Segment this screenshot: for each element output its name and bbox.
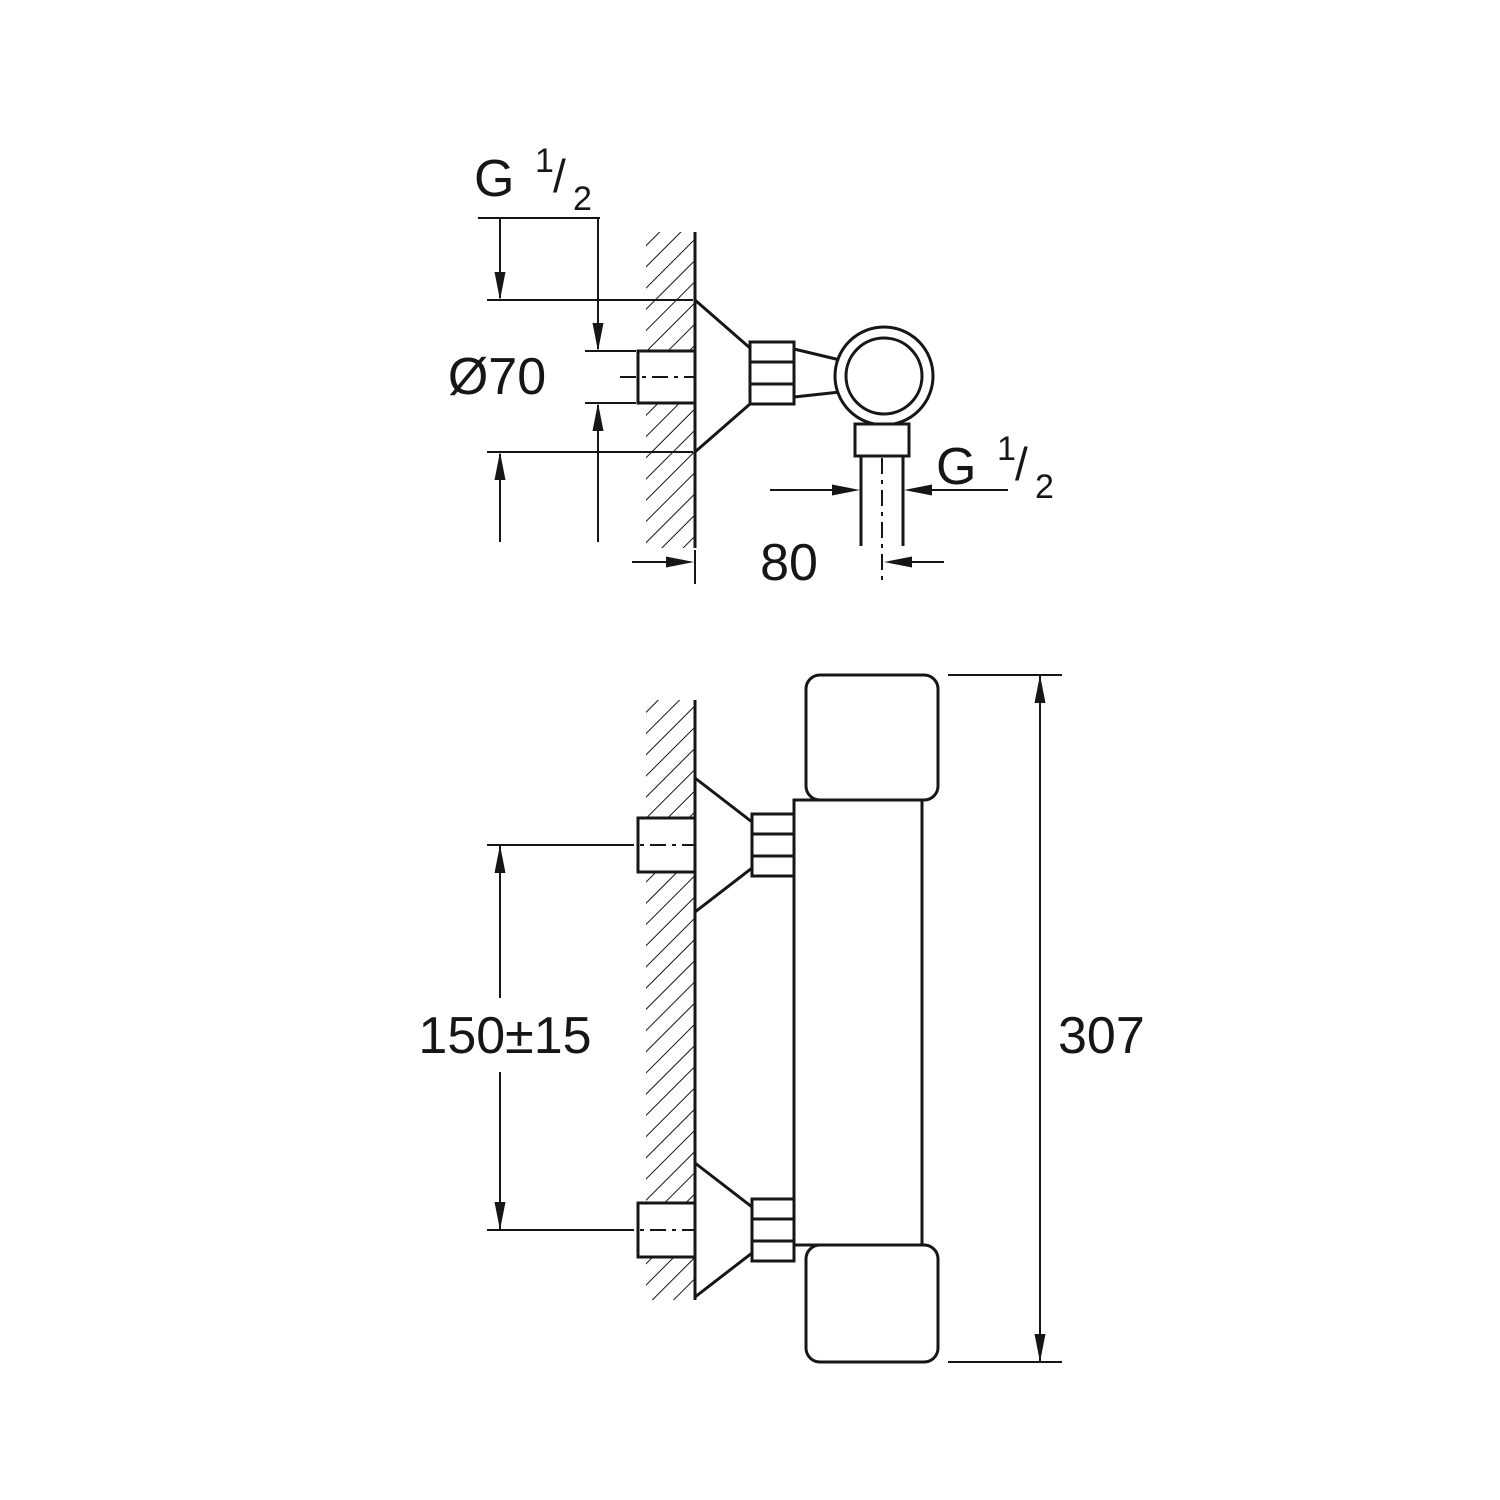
escutcheon-cone xyxy=(693,1159,754,1301)
dim-overall-height: 307 xyxy=(948,674,1145,1363)
hex-nut xyxy=(750,812,796,878)
arrowhead-down xyxy=(494,1202,506,1230)
arrowhead-left xyxy=(884,556,912,568)
escutcheon-cone xyxy=(693,774,754,916)
temperature-handle xyxy=(804,673,940,802)
arrowhead-up xyxy=(1034,675,1046,703)
arrowhead-up xyxy=(494,845,506,873)
arrowhead-up xyxy=(592,403,604,431)
dim-inlet-thread: G 1 / 2 xyxy=(474,126,636,542)
mixer-body-front xyxy=(792,673,940,1364)
front-view: 150±15 307 xyxy=(418,673,1145,1364)
diameter-label: Ø70 xyxy=(448,348,546,406)
dim-inlet-spacing: 150±15 xyxy=(418,844,628,1231)
top-view: G 1 / 2 Ø70 G 1 xyxy=(448,126,1054,592)
outlet-thread-label: G 1 / 2 xyxy=(936,414,1054,506)
arrowhead-up xyxy=(494,452,506,480)
inlet-spacing-label: 150±15 xyxy=(418,1007,591,1065)
wall-hatch-area xyxy=(646,700,695,1300)
inlet-union-upper xyxy=(618,774,796,916)
temperature-knob-inner xyxy=(844,336,924,416)
arrowhead-right xyxy=(832,484,860,496)
mixer-head-top-view xyxy=(793,325,935,546)
hex-nut xyxy=(750,1197,796,1263)
inlet-union-top-view xyxy=(620,296,796,456)
arrowhead-left xyxy=(904,484,932,496)
hex-nut xyxy=(748,340,796,406)
dim-outlet-thread: G 1 / 2 xyxy=(770,414,1054,506)
body-barrel xyxy=(792,798,924,1247)
shower-outlet-stub xyxy=(853,422,911,458)
body-taper-line xyxy=(793,347,841,362)
arrowhead-right xyxy=(666,556,694,568)
overall-height-label: 307 xyxy=(1058,1007,1145,1065)
temperature-knob-outer xyxy=(833,325,935,427)
arrowhead-down xyxy=(1034,1334,1046,1362)
inlet-union-lower xyxy=(618,1159,796,1301)
wall-distance-label: 80 xyxy=(760,534,818,592)
arrowhead-down xyxy=(592,323,604,351)
escutcheon-cone xyxy=(693,296,752,456)
inlet-thread-label: G 1 / 2 xyxy=(474,126,592,218)
arrowhead-down xyxy=(494,272,506,300)
union-square-nut xyxy=(636,816,697,874)
dim-escutcheon-diameter: Ø70 xyxy=(448,218,693,542)
dim-wall-distance: 80 xyxy=(632,458,944,592)
body-taper-line xyxy=(793,390,841,399)
volume-handle xyxy=(804,1243,940,1364)
